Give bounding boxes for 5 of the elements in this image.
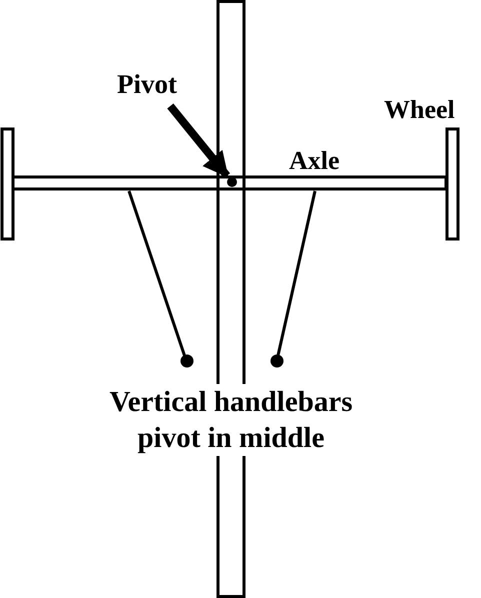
leader-arrow bbox=[167, 103, 230, 178]
node-label: Pivot bbox=[117, 69, 177, 99]
text-label: Axle bbox=[289, 145, 340, 176]
text-label: Wheel bbox=[384, 94, 455, 126]
pivot-point bbox=[227, 177, 237, 187]
